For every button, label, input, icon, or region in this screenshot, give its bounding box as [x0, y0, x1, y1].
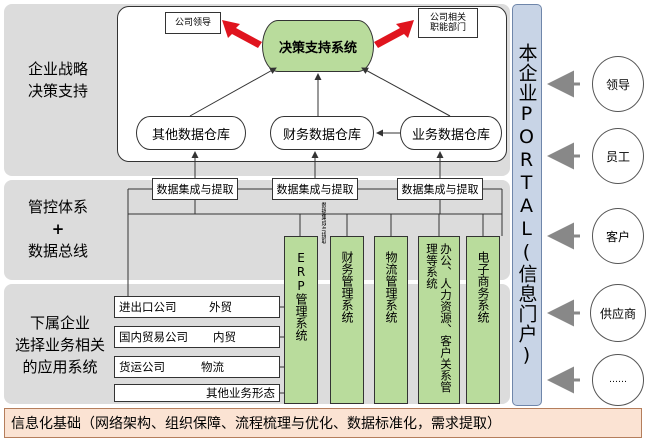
strategy-label: 企业战略 决策支持	[27, 60, 88, 100]
control-label: 管控体系 + 数据总线	[8, 184, 108, 274]
decision-support-system: 决策支持系统	[262, 20, 374, 72]
logistics-system: 物流管理系统	[374, 236, 408, 404]
finance-system: 财务管理系统	[330, 236, 364, 404]
control-label-plus: +	[51, 220, 65, 238]
company-leader-box: 公司领导	[165, 12, 221, 34]
integration-bar-2: 数据集成与提取	[272, 178, 358, 200]
company-business: 物流	[201, 360, 224, 374]
user-supplier: 供应商	[590, 284, 646, 342]
erp-system: ERP管理系统	[284, 236, 318, 404]
user-leader: 领导	[592, 56, 644, 112]
integration-bar-1: 数据集成与提取	[152, 178, 238, 200]
bus-label: 数据集成与提取	[320, 202, 326, 244]
user-employee: 员工	[592, 128, 644, 184]
enterprise-portal: 本企业PORTAL(信息门户)	[512, 4, 542, 406]
business-data-warehouse: 业务数据仓库	[400, 116, 502, 150]
company-business: 外贸	[209, 300, 232, 314]
company-name: 国内贸易公司	[119, 330, 188, 344]
other-business-row: 其他业务形态	[114, 384, 280, 402]
user-customer: 客户	[592, 208, 644, 264]
company-business: 内贸	[213, 330, 236, 344]
user-others: ……	[592, 354, 644, 406]
company-name: 货运公司	[119, 360, 165, 374]
control-label-top: 管控体系	[27, 198, 88, 216]
related-departments-box: 公司相关 职能部门	[418, 8, 478, 38]
office-hr-crm-system: 办公、人力资源、客户关系管理等系统	[418, 236, 460, 404]
company-row-domestic: 国内贸易公司 内贸	[114, 326, 280, 348]
it-foundation: 信息化基础（网络架构、组织保障、流程梳理与优化、数据标准化，需求提取）	[4, 408, 642, 438]
company-name: 进出口公司	[119, 300, 177, 314]
integration-bar-3: 数据集成与提取	[397, 178, 483, 200]
company-row-freight: 货运公司 物流	[114, 356, 280, 378]
other-business-label: 其他业务形态	[206, 386, 275, 400]
ecommerce-system: 电子商务系统	[466, 236, 500, 404]
company-row-import-export: 进出口公司 外贸	[114, 296, 280, 318]
other-data-warehouse: 其他数据仓库	[136, 116, 246, 150]
control-label-bottom: 数据总线	[27, 242, 88, 260]
subsidiary-label: 下属企业 选择业务相关 的应用系统	[14, 314, 105, 376]
finance-data-warehouse: 财务数据仓库	[270, 116, 374, 150]
